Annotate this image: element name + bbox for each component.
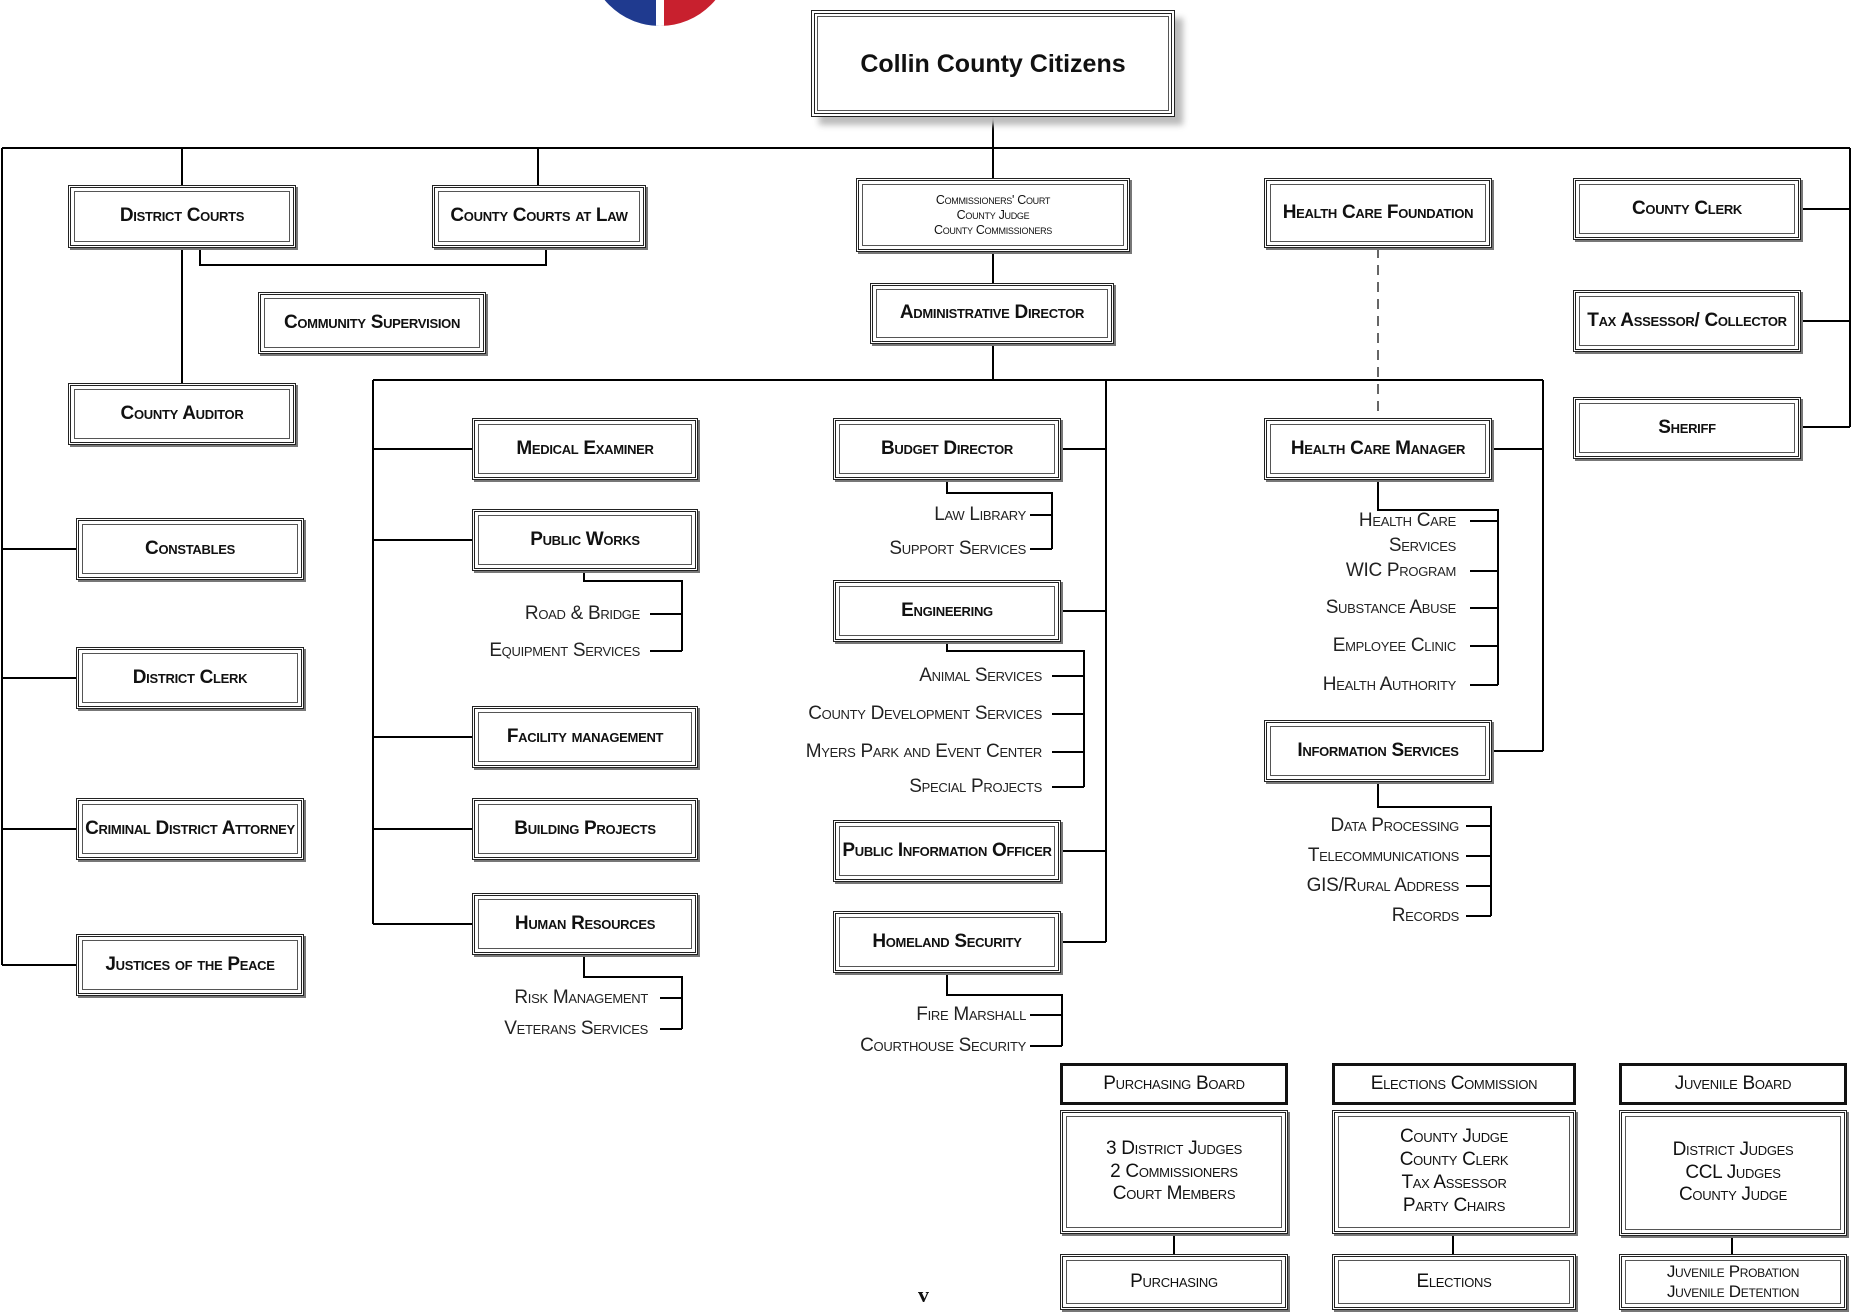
- tax-assessor-collector-box: Tax Assessor/ Collector: [1573, 290, 1801, 352]
- public-works-box: Public Works: [472, 509, 698, 571]
- commissioners-court-box: Commissioners' Court County Judge County…: [856, 178, 1130, 252]
- county-logo: [588, 0, 732, 26]
- county-development-services-label: County Development Services: [808, 703, 1042, 724]
- district-clerk-box: District Clerk: [76, 647, 304, 709]
- county-auditor-box: County Auditor: [68, 383, 296, 445]
- myers-park-event-center-label: Myers Park and Event Center: [805, 741, 1043, 762]
- employee-clinic-label: Employee Clinic: [1332, 635, 1457, 656]
- health-care-services-label-1: Health Care: [1358, 510, 1456, 531]
- veterans-services-label: Veterans Services: [504, 1018, 648, 1039]
- community-supervision-box: Community Supervision: [258, 292, 486, 354]
- juvenile-units-box: Juvenile Probation Juvenile Detention: [1619, 1254, 1847, 1310]
- health-care-manager-box: Health Care Manager: [1264, 418, 1492, 480]
- district-courts-box: District Courts: [68, 185, 296, 248]
- county-clerk-box: County Clerk: [1573, 178, 1801, 240]
- juvenile-board-members: District Judges CCL Judges County Judge: [1619, 1110, 1847, 1236]
- records-label: Records: [1391, 905, 1460, 926]
- homeland-security-box: Homeland Security: [833, 911, 1061, 973]
- purchasing-board-members: 3 District Judges 2 Commissioners Court …: [1060, 1110, 1288, 1234]
- administrative-director-box: Administrative Director: [870, 283, 1114, 344]
- courthouse-security-label: Courthouse Security: [860, 1035, 1026, 1056]
- risk-management-label: Risk Management: [514, 987, 648, 1008]
- data-processing-label: Data Processing: [1330, 815, 1459, 836]
- health-care-services-label-2: Services: [1388, 535, 1456, 556]
- purchasing-unit-box: Purchasing: [1060, 1254, 1288, 1310]
- elections-unit-box: Elections: [1332, 1254, 1576, 1310]
- public-information-officer-box: Public Information Officer: [833, 820, 1061, 882]
- collin-county-citizens-box: Collin County Citizens: [811, 10, 1175, 117]
- criminal-district-attorney-box: Criminal District Attorney: [76, 798, 304, 860]
- wic-program-label: WIC Program: [1345, 560, 1456, 581]
- juvenile-board-header: Juvenile Board: [1619, 1063, 1847, 1105]
- information-services-box: Information Services: [1264, 720, 1492, 782]
- gis-rural-address-label: GIS/Rural Address: [1306, 875, 1460, 896]
- equipment-services-label: Equipment Services: [489, 640, 640, 661]
- road-bridge-label: Road & Bridge: [524, 603, 640, 624]
- special-projects-label: Special Projects: [909, 776, 1042, 797]
- fire-marshall-label: Fire Marshall: [916, 1004, 1026, 1025]
- engineering-box: Engineering: [833, 580, 1061, 642]
- health-care-foundation-box: Health Care Foundation: [1264, 178, 1492, 248]
- animal-services-label: Animal Services: [919, 665, 1042, 686]
- county-courts-at-law-box: County Courts at Law: [432, 185, 646, 248]
- human-resources-box: Human Resources: [472, 893, 698, 955]
- elections-commission-members: County Judge County Clerk Tax Assessor P…: [1332, 1110, 1576, 1234]
- building-projects-box: Building Projects: [472, 798, 698, 860]
- facility-management-box: Facility management: [472, 706, 698, 768]
- chart-title: Collin County Citizens: [860, 49, 1126, 78]
- budget-director-box: Budget Director: [833, 418, 1061, 480]
- law-library-label: Law Library: [934, 504, 1026, 525]
- page-marker: v: [918, 1282, 929, 1307]
- sheriff-box: Sheriff: [1573, 397, 1801, 459]
- constables-box: Constables: [76, 518, 304, 580]
- telecommunications-label: Telecommunications: [1307, 845, 1459, 866]
- substance-abuse-label: Substance Abuse: [1325, 597, 1457, 618]
- medical-examiner-box: Medical Examiner: [472, 418, 698, 480]
- health-authority-label: Health Authority: [1322, 674, 1457, 695]
- elections-commission-header: Elections Commission: [1332, 1063, 1576, 1105]
- justices-of-the-peace-box: Justices of the Peace: [76, 934, 304, 996]
- support-services-label: Support Services: [889, 538, 1026, 559]
- purchasing-board-header: Purchasing Board: [1060, 1063, 1288, 1105]
